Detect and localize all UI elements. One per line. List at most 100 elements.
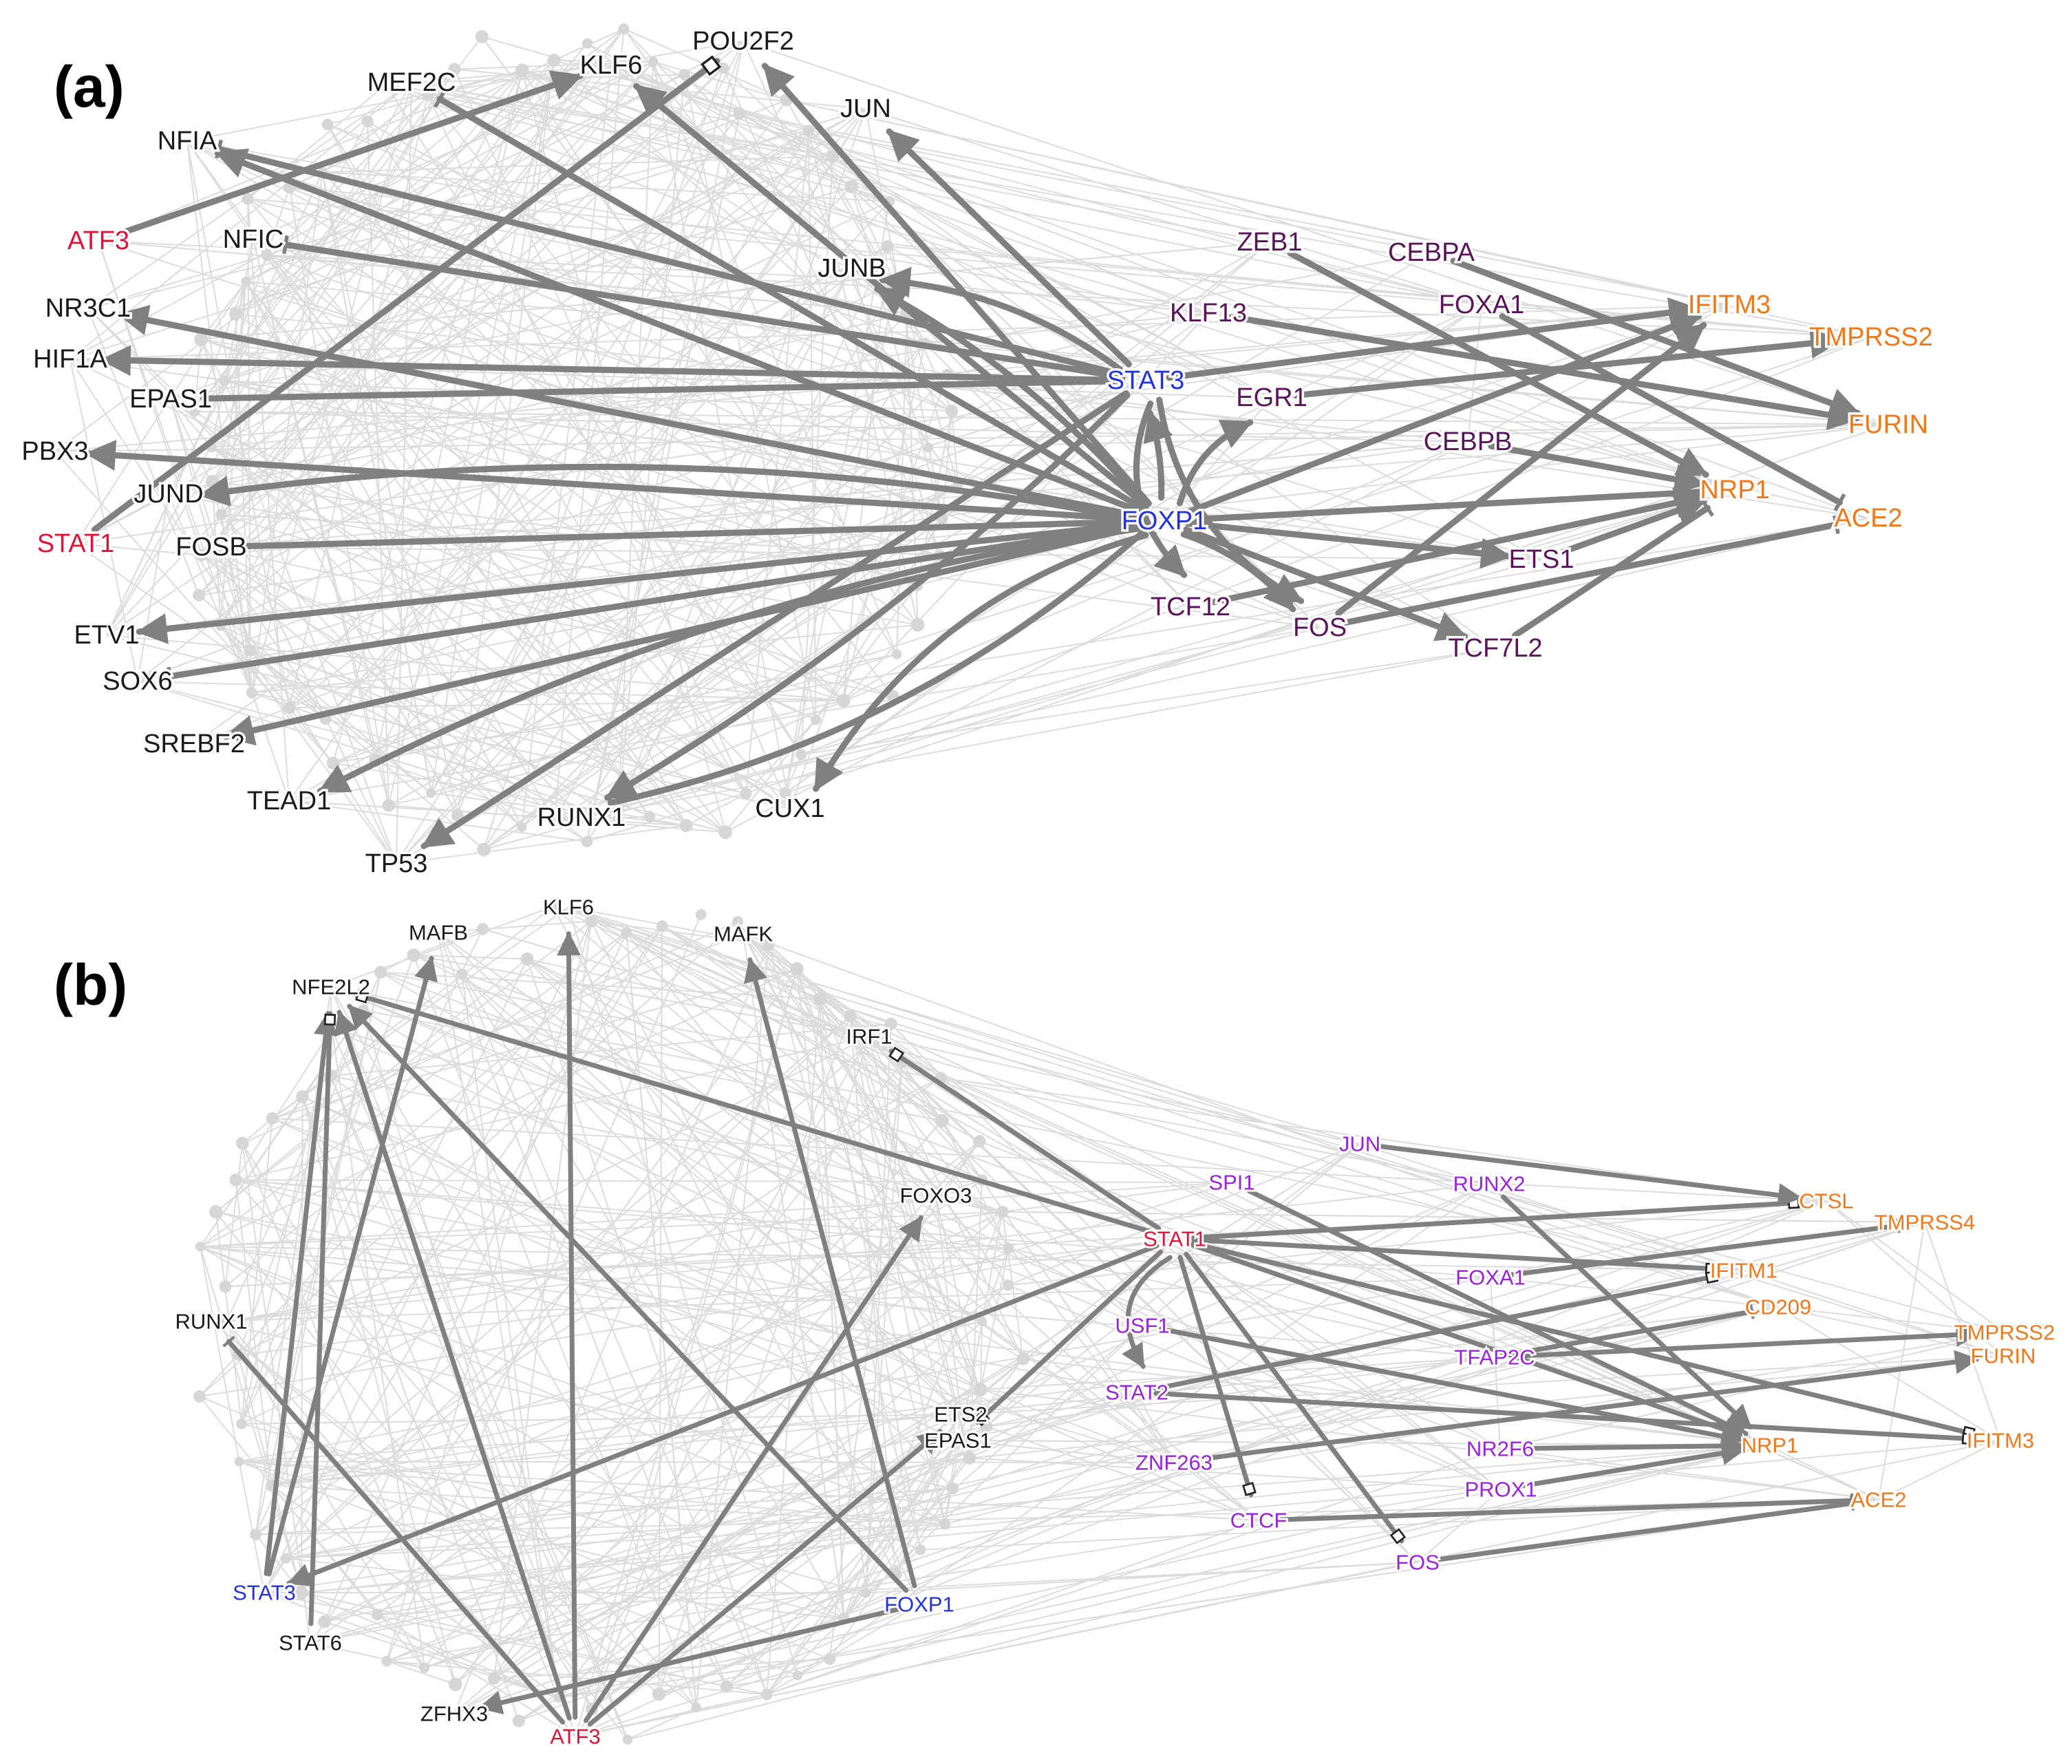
background-edge <box>253 239 726 833</box>
background-edge <box>385 83 1209 314</box>
background-node <box>996 1205 1009 1218</box>
background-edge <box>521 65 612 827</box>
background-edge <box>198 61 654 596</box>
background-edge <box>979 1248 1010 1390</box>
background-edge <box>1007 1200 1827 1286</box>
background-node <box>517 822 527 832</box>
background-edge <box>413 955 697 1708</box>
background-node <box>318 1615 331 1628</box>
node-foxa1: FOXA1 <box>1455 1266 1526 1290</box>
background-edge <box>901 1063 943 1121</box>
background-edge <box>796 968 959 1441</box>
background-node <box>740 787 752 800</box>
node-tmprss4: TMPRSS4 <box>1875 1211 1975 1235</box>
background-edge <box>272 1117 1827 1202</box>
background-node <box>881 240 894 253</box>
background-edge <box>186 93 429 142</box>
background-edge <box>201 242 1270 340</box>
background-node <box>732 915 743 927</box>
background-edge <box>483 268 853 850</box>
background-edge <box>330 1075 946 1525</box>
background-edge <box>241 1423 866 1594</box>
background-edge <box>430 129 809 794</box>
background-node <box>861 1588 871 1598</box>
background-edge <box>586 343 926 842</box>
background-node <box>547 54 561 67</box>
background-edge <box>255 1499 1879 1535</box>
background-node <box>720 1680 733 1693</box>
background-edge <box>935 1195 961 1415</box>
background-node <box>419 1662 430 1673</box>
background-node <box>382 798 396 812</box>
background-edge <box>661 925 943 1122</box>
background-edge <box>271 1485 946 1525</box>
background-edge <box>659 1445 1771 1695</box>
background-edge <box>363 1010 981 1390</box>
background-node <box>266 1112 279 1125</box>
background-edge <box>575 1658 831 1737</box>
background-edge <box>784 280 898 794</box>
background-edge <box>438 920 592 933</box>
background-edge <box>438 932 727 1687</box>
edge-egr1-to-tmprss2 <box>1292 328 1842 399</box>
node-nfic: NFIC <box>223 225 284 254</box>
node-usf1: USF1 <box>1115 1314 1169 1338</box>
background-edge <box>381 971 820 1000</box>
node-runx1: RUNX1 <box>537 803 626 832</box>
background-edge <box>168 493 253 694</box>
background-node <box>189 406 200 417</box>
background-edge <box>235 1179 1491 1278</box>
node-ets1: ETS1 <box>1508 545 1574 574</box>
edge-stat2-to-ifitm1 <box>1153 1270 1720 1392</box>
background-edge <box>75 281 247 544</box>
background-edge <box>553 59 1482 306</box>
background-node <box>618 23 630 34</box>
background-edge <box>626 932 697 1708</box>
background-edge <box>186 140 952 412</box>
panel-b-label: (b) <box>54 953 127 1017</box>
background-edge <box>819 999 921 1551</box>
node-foxp1: FOXP1 <box>884 1593 954 1617</box>
background-edge <box>522 70 1272 399</box>
background-node <box>476 923 489 935</box>
background-node <box>717 62 729 74</box>
edge-stat3-to-mafb <box>266 955 438 1577</box>
background-edge <box>388 699 844 807</box>
background-edge <box>137 681 844 701</box>
edge-foxp1-to-nrp1 <box>1184 482 1706 523</box>
background-edge <box>332 518 1869 764</box>
background-edge <box>784 201 890 794</box>
background-edge <box>865 108 1482 306</box>
background-edge <box>820 998 1779 1308</box>
background-node <box>945 404 959 418</box>
node-furin: FURIN <box>1971 1344 2036 1368</box>
background-node <box>219 375 230 387</box>
background-edge <box>286 1523 946 1560</box>
background-edge <box>386 1660 456 1686</box>
background-edge <box>626 931 1771 1446</box>
background-node <box>209 1205 223 1219</box>
background-edge <box>396 825 687 864</box>
edge-jun-to-ctsl <box>1376 1143 1803 1207</box>
background-edge <box>363 1009 942 1122</box>
background-node <box>380 78 393 91</box>
background-edge <box>310 1642 425 1669</box>
background-node <box>281 1553 291 1564</box>
node-jun: JUN <box>1339 1132 1380 1156</box>
background-edge <box>737 921 1009 1286</box>
background-edge <box>767 1448 1501 1695</box>
background-edge <box>695 944 769 1708</box>
background-edge <box>310 1179 983 1644</box>
background-edge <box>220 625 290 708</box>
edge-stat1-to-nrp1 <box>1190 1242 1747 1441</box>
edge-foxp1-to-pbx3 <box>84 440 1144 523</box>
node-junb: JUNB <box>818 254 886 283</box>
node-zeb1: ZEB1 <box>1237 228 1302 257</box>
node-ctcf: CTCF <box>1230 1509 1288 1533</box>
background-edge <box>247 198 948 376</box>
background-edge <box>815 518 943 721</box>
background-edge <box>270 1485 425 1668</box>
background-edge <box>272 933 744 1119</box>
background-edge <box>726 1675 798 1688</box>
background-edge <box>850 1015 2005 1333</box>
